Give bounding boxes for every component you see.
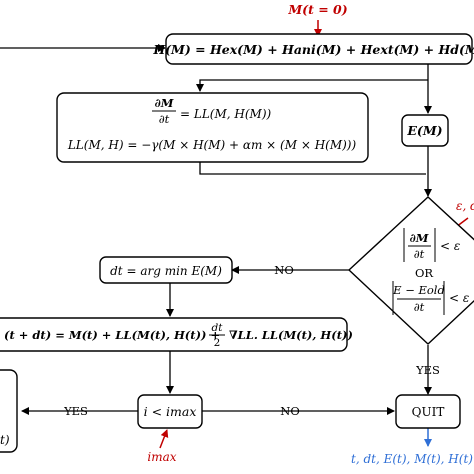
decision-line1-relation: < ε — [440, 239, 460, 253]
field-box — [165, 33, 473, 65]
decision-line2-relation: < ε — [449, 291, 469, 305]
quit-label: QUIT — [412, 405, 445, 419]
llg-to-energy-path — [199, 162, 426, 175]
quit-box — [395, 394, 461, 429]
iteration-input-arrow — [159, 429, 169, 449]
field-equation: H(M) = Hex(M) + Hani(M) + Hext(M) + Hd(M… — [152, 42, 474, 57]
energy-label: E(M) — [406, 123, 442, 138]
update-box — [0, 317, 348, 352]
field-to-llg-arrow — [196, 79, 428, 92]
decision-energy-denominator: ∂t — [414, 300, 425, 314]
decision-no-label: NO — [274, 263, 294, 277]
decision-dt-denominator: ∂t — [414, 247, 425, 261]
update-fraction-numerator: dt — [212, 322, 224, 334]
update-equation-lhs: (t + dt) = M(t) + LL(M(t), H(t)) + — [4, 328, 220, 342]
left-output-box — [0, 369, 18, 453]
iteration-check-box — [137, 394, 203, 429]
iteration-yes-label: YES — [63, 404, 88, 418]
decision-dm-numerator: ∂M — [410, 231, 430, 245]
tolerance-input-label: ε, dt — [456, 199, 474, 213]
llg-dt-denominator: ∂t — [159, 112, 170, 126]
update-fraction-denominator: 2 — [214, 337, 221, 349]
llg-box — [56, 92, 369, 163]
connectors — [0, 44, 432, 415]
left-box-text-fragment: t) — [0, 433, 10, 447]
dt-box — [99, 256, 233, 284]
initial-input-label: M(t = 0) — [287, 2, 347, 17]
decision-energy-numerator: E − Eold — [392, 283, 445, 297]
llg-dm-numerator: ∂M — [155, 96, 175, 110]
decision-yes-label: YES — [415, 363, 440, 377]
llg-line2: LL(M, H) = −γ(M × H(M) + αm × (M × H(M))… — [67, 138, 357, 152]
output-label: t, dt, E(t), M(t), H(t) — [351, 452, 473, 466]
energy-box — [401, 114, 449, 147]
iteration-no-label: NO — [280, 404, 300, 418]
convergence-decision — [348, 196, 474, 345]
iteration-input-label: imax — [147, 450, 176, 464]
decision-or-label: OR — [415, 266, 433, 280]
iteration-check-label: i < imax — [144, 404, 197, 419]
llg-line1-rhs: = LL(M, H(M)) — [180, 107, 272, 121]
dt-equation: dt = arg min E(M) — [110, 264, 222, 278]
update-equation-rhs: ∇LL. LL(M(t), H(t)) — [229, 328, 353, 342]
